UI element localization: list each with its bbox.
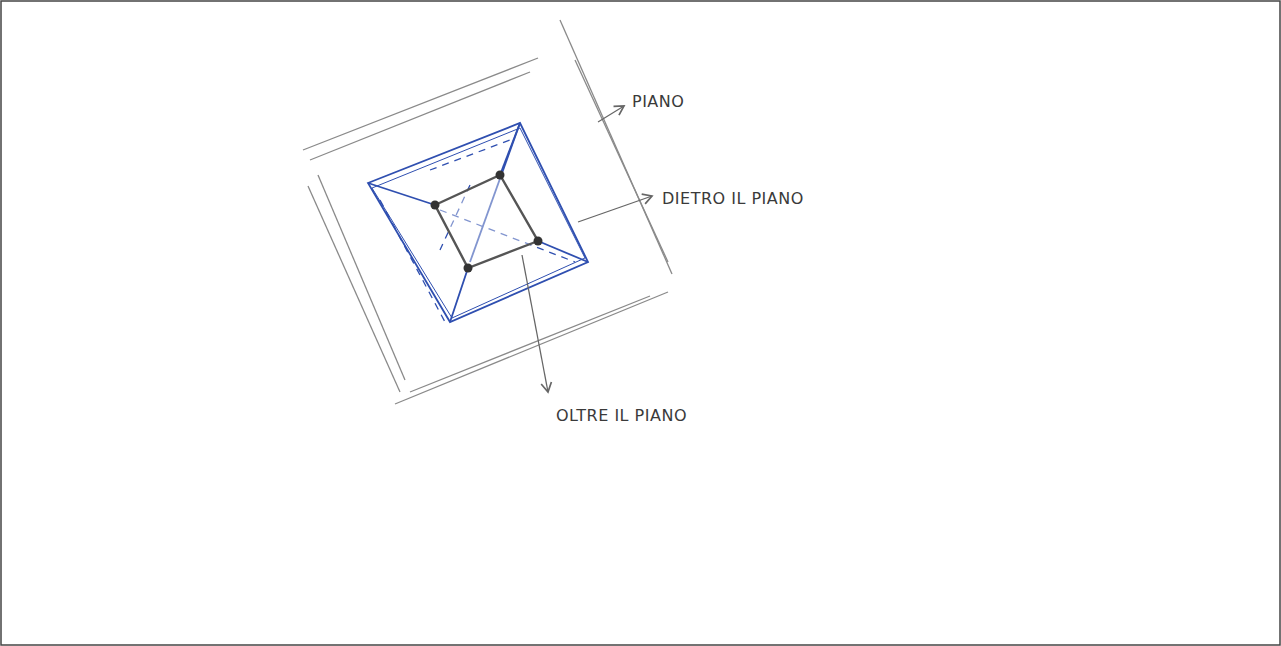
plane-outline [303,20,672,404]
vertex-dots [431,171,543,273]
annotation-label: OLTRE IL PIANO [556,406,687,425]
leader-lines [522,106,652,392]
annotation-label: DIETRO IL PIANO [662,189,804,208]
inner-square [435,175,538,268]
hidden-lines [380,140,575,322]
pyramid-base [368,123,588,322]
annotation-label: PIANO [632,92,684,111]
